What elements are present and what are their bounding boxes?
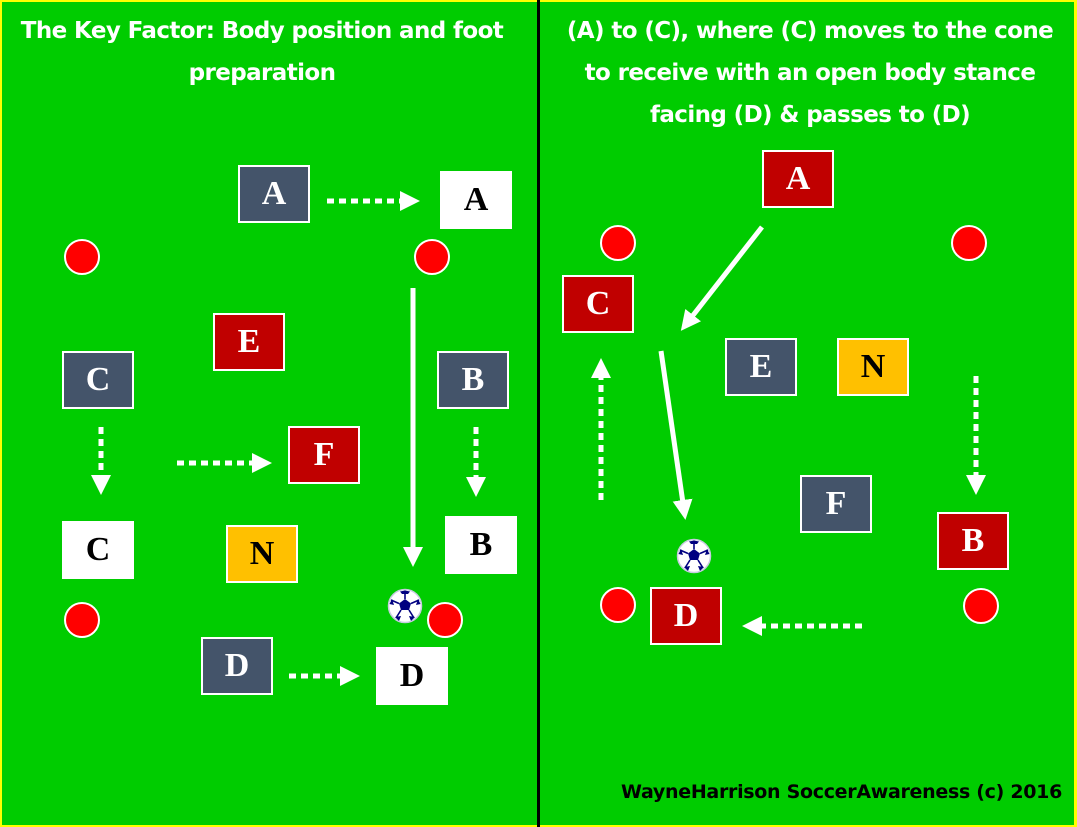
player-slate-a: A (238, 165, 310, 223)
player-red-a: A (762, 150, 834, 208)
left-title-line-1: The Key Factor: Body position and foot (20, 18, 504, 44)
copyright-credit: WayneHarrison SoccerAwareness (c) 2016 (621, 781, 1063, 803)
player-red-c: C (562, 275, 634, 333)
player-slate-f: F (800, 475, 872, 533)
player-red-e: E (213, 313, 285, 371)
player-gold-n: N (837, 338, 909, 396)
player-slate-c: C (62, 351, 134, 409)
player-red-f: F (288, 426, 360, 484)
player-white-c: C (62, 521, 134, 579)
soccer-ball-icon (676, 538, 712, 574)
left-title: The Key Factor: Body position and foot p… (2, 10, 522, 94)
cone-icon (600, 587, 636, 623)
left-title-line-2: preparation (188, 60, 336, 86)
cone-icon (600, 225, 636, 261)
right-title-line-3: facing (D) & passes to (D) (649, 102, 971, 128)
right-diagram-panel (540, 2, 1074, 825)
right-title-line-1: (A) to (C), where (C) moves to the cone (566, 18, 1054, 44)
player-slate-d: D (201, 637, 273, 695)
right-title-line-2: to receive with an open body stance (584, 60, 1036, 86)
player-white-a: A (440, 171, 512, 229)
player-red-b: B (937, 512, 1009, 570)
cone-icon (414, 239, 450, 275)
player-white-d: D (376, 647, 448, 705)
right-title: (A) to (C), where (C) moves to the cone … (545, 10, 1075, 136)
player-red-d: D (650, 587, 722, 645)
cone-icon (427, 602, 463, 638)
cone-icon (951, 225, 987, 261)
cone-icon (64, 602, 100, 638)
cone-icon (963, 588, 999, 624)
cone-icon (64, 239, 100, 275)
player-slate-e: E (725, 338, 797, 396)
panel-divider (537, 0, 540, 827)
left-diagram-panel (2, 2, 537, 825)
player-white-b: B (445, 516, 517, 574)
soccer-ball-icon (387, 588, 423, 624)
player-slate-b: B (437, 351, 509, 409)
player-gold-n: N (226, 525, 298, 583)
